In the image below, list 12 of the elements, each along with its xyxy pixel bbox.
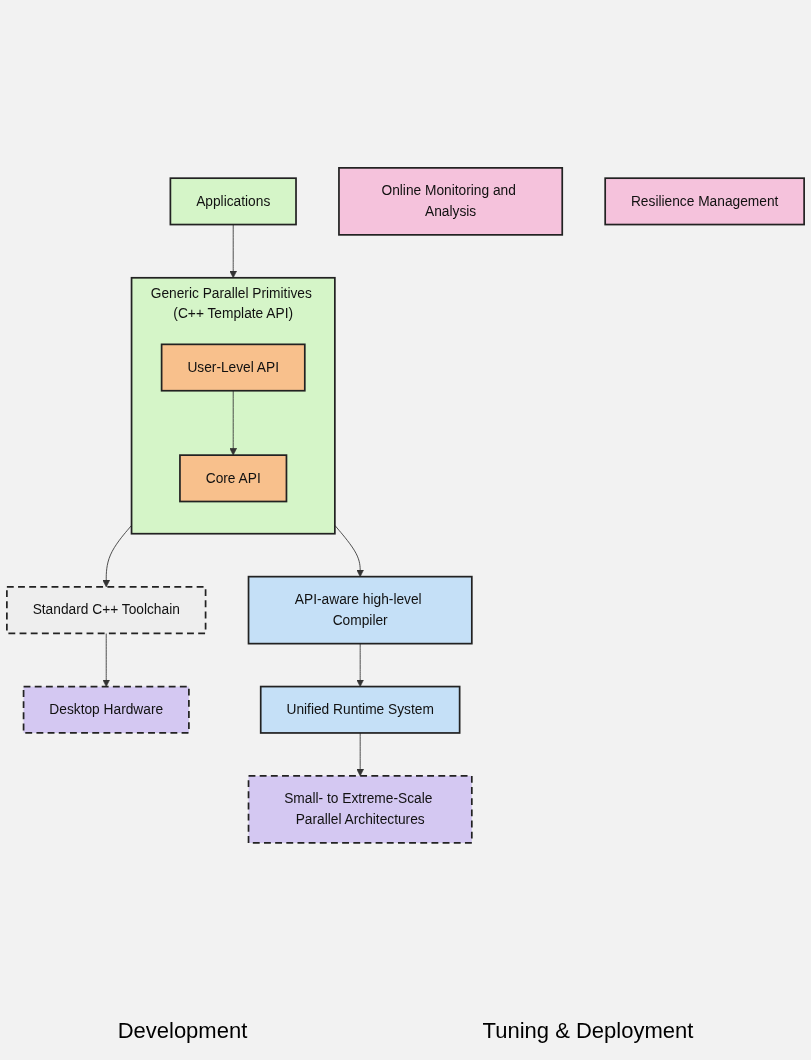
node-box: API-aware high-level Compiler [247, 575, 473, 645]
column-label: Tuning & Deployment [482, 1018, 694, 1044]
column-label: Development [117, 1018, 248, 1044]
node-box: Standard C++ Toolchain [6, 585, 207, 634]
node-box: Core API [179, 453, 288, 502]
node-box: Desktop Hardware [22, 685, 190, 734]
node-box: Online Monitoring and Analysis [338, 166, 564, 236]
node-box: User-Level API [160, 343, 306, 392]
node-box: Unified Runtime System [259, 685, 461, 734]
node-box: Applications [169, 176, 297, 226]
node-box: Small- to Extreme-Scale Parallel Architectures [247, 774, 473, 844]
node-box: Resilience Management [604, 176, 805, 226]
